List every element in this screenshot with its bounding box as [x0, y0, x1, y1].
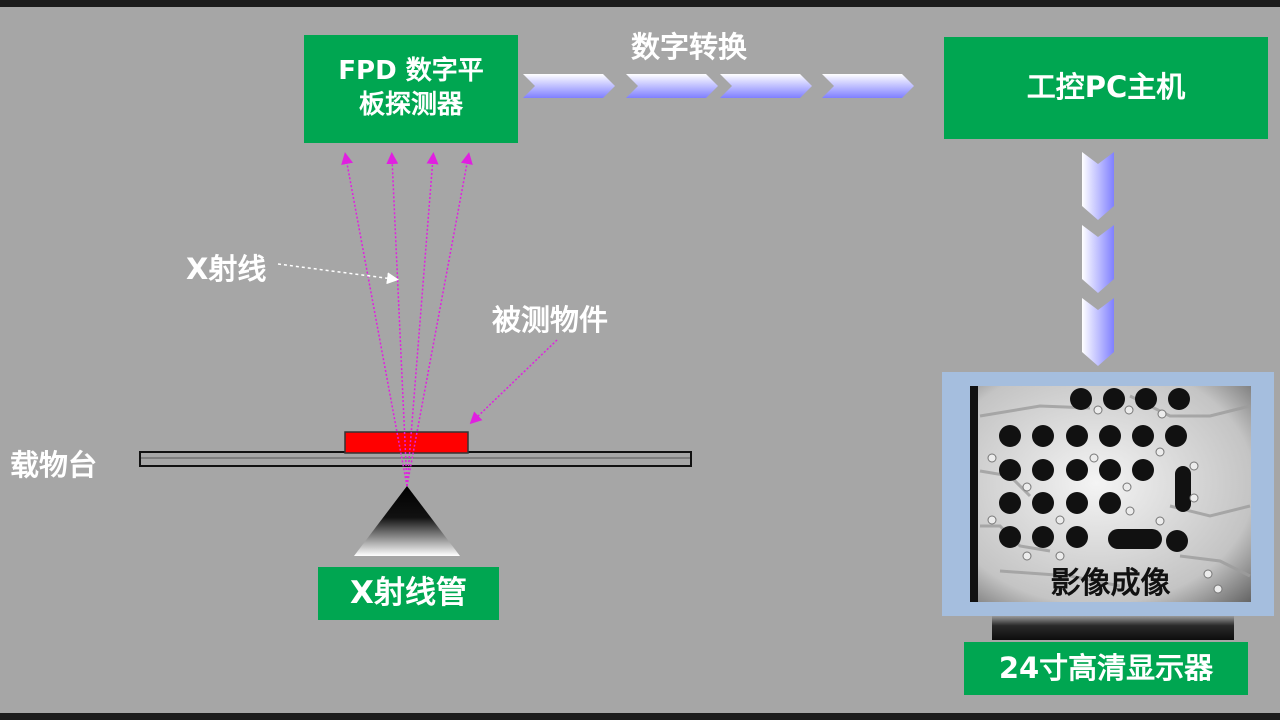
xray-tube-cone	[354, 486, 460, 556]
bottom-border	[0, 713, 1280, 720]
chevron-down-icon	[1082, 152, 1114, 220]
stage-platform	[139, 451, 692, 467]
stage-label: 载物台	[10, 448, 98, 482]
object-pointer	[469, 339, 558, 425]
pc-host-box: 工控PC主机	[944, 37, 1268, 139]
chevron-right-icon	[626, 74, 718, 98]
xray-image	[970, 386, 1251, 602]
test-object	[344, 431, 469, 454]
conversion-arrows	[523, 74, 914, 98]
monitor-label-box: 24寸高清显示器	[964, 642, 1248, 695]
top-border	[0, 0, 1280, 7]
output-arrows	[1082, 152, 1114, 366]
chevron-right-icon	[720, 74, 812, 98]
chevron-down-icon	[1082, 298, 1114, 366]
conversion-label: 数字转换	[631, 30, 748, 64]
object-label: 被测物件	[492, 303, 609, 337]
monitor-stand	[992, 616, 1234, 640]
image-caption: 影像成像	[1050, 566, 1171, 601]
xray-image-screen: 影像成像	[970, 386, 1251, 602]
xray-beams	[341, 152, 473, 487]
xray-tube-box: X射线管	[318, 567, 499, 620]
xray-pointer	[277, 263, 399, 285]
chevron-down-icon	[1082, 225, 1114, 293]
xray-label: X射线	[186, 252, 267, 286]
fpd-detector-box: FPD 数字平 板探测器	[304, 35, 518, 143]
chevron-right-icon	[822, 74, 914, 98]
chevron-right-icon	[523, 74, 615, 98]
